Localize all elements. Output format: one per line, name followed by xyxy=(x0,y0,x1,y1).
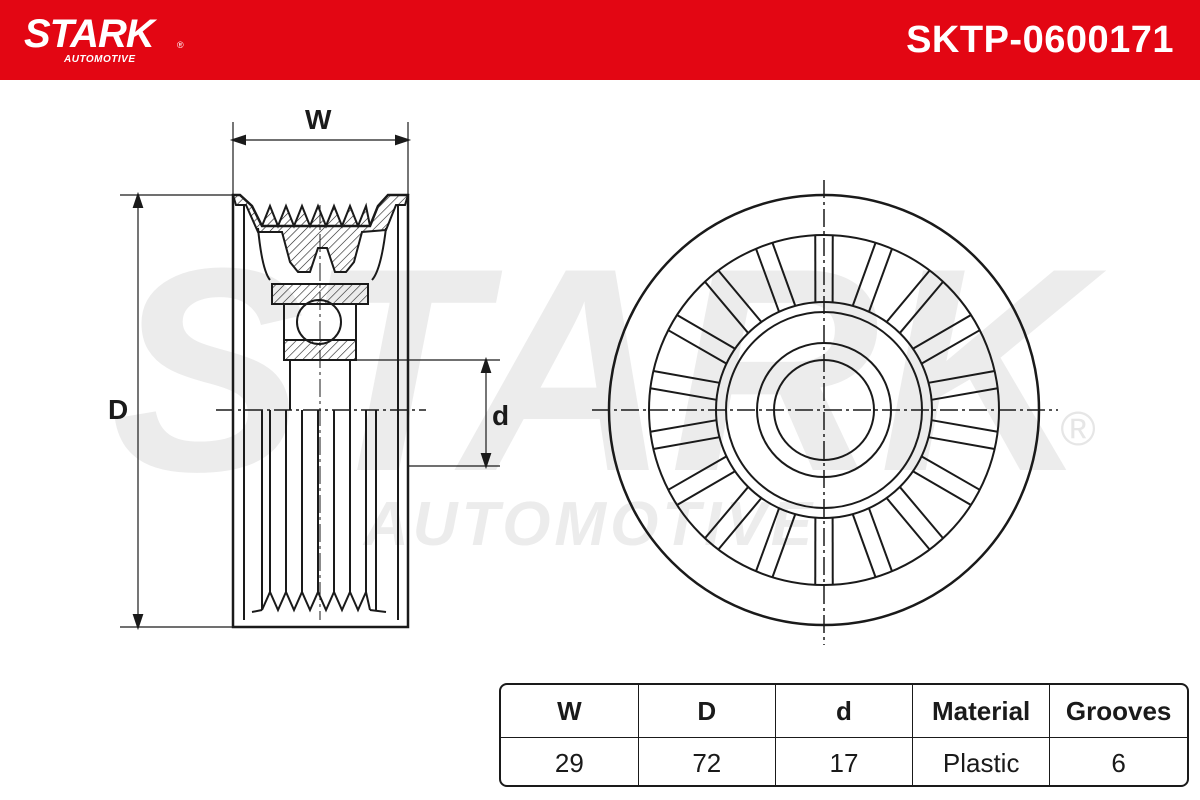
grooves-top xyxy=(261,202,371,229)
grooves-bottom xyxy=(261,588,371,613)
spoke-line xyxy=(717,497,763,551)
spoke-line xyxy=(928,370,995,384)
bearing-ball xyxy=(296,299,342,345)
spec-header-d-inner: d xyxy=(774,685,914,738)
spoke-line xyxy=(667,455,727,491)
logo-brand-subtext: AUTOMOTIVE xyxy=(64,54,136,65)
spoke-line xyxy=(653,436,720,450)
spoke-line xyxy=(912,470,972,506)
dimension-label-width: W xyxy=(305,104,332,135)
spoke-line xyxy=(867,248,893,313)
part-number: SKTP-0600171 xyxy=(906,19,1174,61)
spoke-line xyxy=(755,248,781,313)
spoke-line xyxy=(912,314,972,350)
spoke-line xyxy=(650,419,717,433)
specs-header-row: W D d Material Grooves xyxy=(501,685,1187,738)
brand-logo: STARK AUTOMOTIVE ® xyxy=(24,12,184,66)
spoke-line xyxy=(899,281,944,334)
spoke-line xyxy=(928,436,995,450)
spoke-line xyxy=(867,507,893,572)
spoke-line xyxy=(851,513,877,578)
spoke-line xyxy=(931,419,998,433)
spoke-line xyxy=(653,370,720,384)
spec-header-grooves: Grooves xyxy=(1049,685,1187,738)
spec-header-w: W xyxy=(501,685,639,738)
spoke-line xyxy=(921,329,981,365)
logo-registered-mark: ® xyxy=(177,40,184,50)
spoke-line xyxy=(899,486,944,539)
spec-header-d-outer: D xyxy=(637,685,776,738)
header-bar: STARK AUTOMOTIVE ® SKTP-0600171 xyxy=(0,0,1200,80)
spoke-line xyxy=(704,281,749,334)
spoke-line xyxy=(885,269,931,323)
spoke-line xyxy=(921,455,981,491)
spoke-line xyxy=(755,507,781,572)
spoke-line xyxy=(717,269,763,323)
spoke-line xyxy=(676,314,736,350)
spoke-line xyxy=(704,486,749,539)
specs-table: W D d Material Grooves 29 72 17 Plastic … xyxy=(499,683,1189,787)
spoke-line xyxy=(885,497,931,551)
spoke-line xyxy=(931,387,998,401)
spokes xyxy=(650,235,998,585)
spec-value-d-outer: 72 xyxy=(637,737,776,785)
spoke-line xyxy=(771,513,797,578)
front-view xyxy=(592,180,1058,645)
dimension-label-outer-diameter: D xyxy=(108,394,129,425)
side-view xyxy=(120,122,500,631)
spec-value-w: 29 xyxy=(501,737,639,785)
spoke-line xyxy=(676,470,736,506)
specs-value-row: 29 72 17 Plastic 6 xyxy=(501,737,1187,785)
spec-header-material: Material xyxy=(912,685,1051,738)
spoke-line xyxy=(851,242,877,307)
spec-value-material: Plastic xyxy=(912,737,1051,785)
spoke-line xyxy=(667,329,727,365)
spoke-line xyxy=(650,387,717,401)
spec-value-d-inner: 17 xyxy=(774,737,914,785)
logo-brand-text: STARK xyxy=(24,12,155,56)
dimension-label-inner-diameter: d xyxy=(492,400,510,431)
spoke-line xyxy=(771,242,797,307)
spec-value-grooves: 6 xyxy=(1049,737,1187,785)
